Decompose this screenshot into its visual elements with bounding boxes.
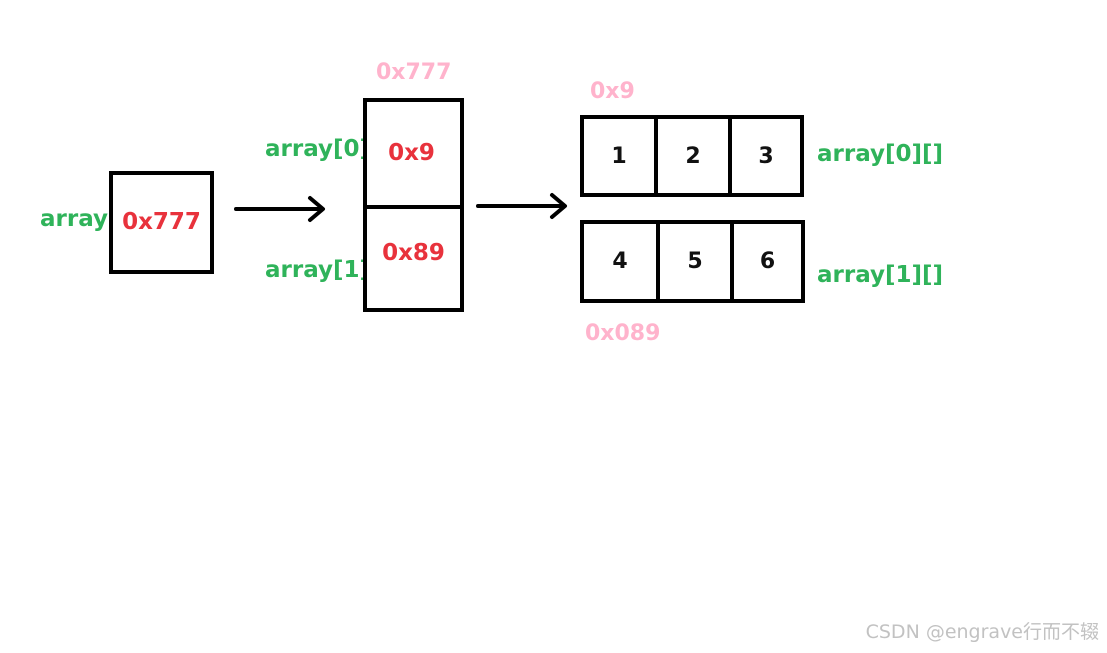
arrow-right-icon [476,193,567,219]
row-1-cell-0: 4 [612,249,628,274]
row-1-box: 4 5 6 [580,220,805,303]
row-0-divider-1 [654,119,658,193]
array-reference-box: 0x777 [109,171,214,274]
row-0-box: 1 2 3 [580,115,804,197]
watermark: CSDN @engrave行而不辍 [865,621,1099,643]
row-pointer-cell-1: 0x89 [367,209,460,308]
row-1-cell-1: 5 [687,249,703,274]
row-0-divider-2 [728,119,732,193]
row-pointer-value-0: 0x9 [388,140,435,166]
row-pointers-divider [367,205,460,209]
row-0-cell-2: 3 [758,143,774,169]
row-1-label: array[1][] [817,262,944,288]
row-pointer-label-1: array[1] [265,257,371,283]
arrow-right-icon [234,196,325,222]
array-label: array [40,206,109,232]
row-pointers-address: 0x777 [376,60,452,85]
row-0-cell-1: 2 [685,143,701,169]
row-pointer-value-1: 0x89 [382,240,445,266]
row-1-address: 0x089 [585,321,661,346]
row-1-cell-2: 6 [759,249,776,274]
row-pointers-box: 0x9 0x89 [363,98,464,312]
array-reference-value: 0x777 [122,209,201,235]
row-0-address: 0x9 [590,79,635,104]
row-pointer-label-0: array[0] [265,136,371,162]
row-0-cell-0: 1 [611,143,627,169]
row-pointer-cell-0: 0x9 [367,102,460,205]
row-1-divider-2 [730,224,734,299]
row-1-divider-1 [656,224,660,299]
row-0-label: array[0][] [817,141,944,167]
